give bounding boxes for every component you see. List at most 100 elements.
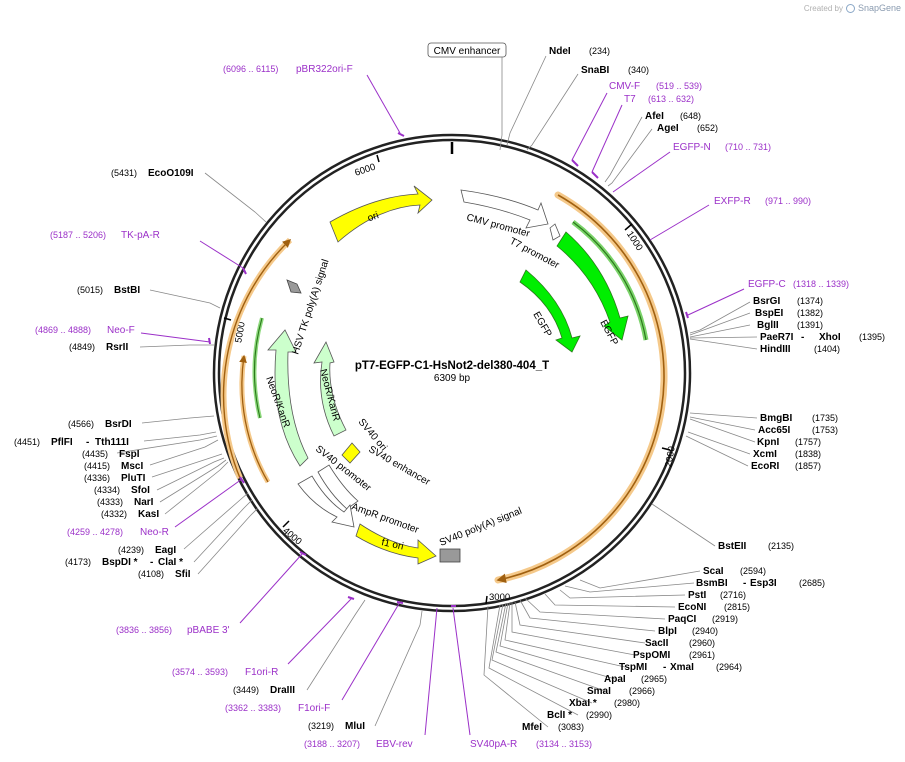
leader-line (193, 499, 253, 563)
plasmid-name: pT7-EGFP-C1-HsNot2-del380-404_T (355, 360, 549, 372)
sv40-polya-shape (439, 548, 461, 563)
enzyme-position: (4334) (94, 485, 120, 495)
leader-line (559, 589, 686, 599)
enzyme-position: (1382) (797, 308, 823, 318)
primer-name: EGFP-N (673, 142, 711, 153)
enzyme-position: (2964) (716, 662, 742, 672)
enzyme-name: KpnI (757, 437, 779, 448)
sv40-promoter-shape (317, 464, 359, 510)
enzyme-name-separator: - (801, 332, 804, 343)
leader-line (151, 453, 223, 478)
leader-line (204, 172, 267, 223)
primer-name: EXFP-R (714, 196, 751, 207)
leader-line (514, 601, 646, 644)
enzyme-name: TspMI (619, 662, 647, 673)
enzyme-position: (1757) (795, 437, 821, 447)
primer-mark (685, 311, 689, 319)
leader-line (483, 605, 549, 728)
enzyme-name: EcoO109I (148, 168, 194, 179)
leader-line (651, 503, 716, 547)
primer-mark (591, 171, 599, 179)
feature-label-hsv-tk-polya: HSV TK poly(A) signal (290, 258, 331, 356)
enzyme-name-alt: XmaI (670, 662, 694, 673)
leader-line (149, 439, 219, 466)
enzyme-leaders-right (483, 55, 758, 728)
enzyme-position: (3083) (558, 722, 584, 732)
leader-line (197, 507, 259, 575)
leader-line (689, 416, 756, 431)
leader-line (239, 552, 304, 624)
primer-range: (710 .. 731) (725, 142, 771, 152)
primer-name: EGFP-C (748, 279, 786, 290)
enzyme-name: MfeI (522, 722, 542, 733)
enzyme-name: BspDI * (102, 557, 138, 568)
leader-line (526, 73, 579, 151)
neor-kanr-outer-shape (267, 329, 309, 467)
tick-mark (624, 223, 633, 231)
primer-range: (4259 .. 4278) (67, 527, 123, 537)
leader-line (689, 338, 758, 350)
enzyme-position: (4435) (82, 449, 108, 459)
enzyme-name: SfoI (131, 485, 150, 496)
primer-name: CMV-F (609, 81, 640, 92)
leader-line (689, 312, 751, 336)
primer-range: (971 .. 990) (765, 196, 811, 206)
hsv-tk-polya-shape (286, 279, 302, 294)
enzyme-position: (2716) (720, 590, 746, 600)
leader-line (499, 602, 616, 680)
enzyme-name-separator: - (150, 557, 153, 568)
enzyme-name: XcmI (753, 449, 777, 460)
leader-line (499, 57, 503, 151)
credit-prefix: Created by (803, 3, 843, 13)
enzyme-position: (340) (628, 65, 649, 75)
leader-line (366, 74, 401, 134)
enzyme-name: ApaI (604, 674, 626, 685)
leader-line (687, 431, 751, 455)
enzyme-position: (2685) (799, 578, 825, 588)
leader-line (374, 610, 423, 727)
enzyme-name: AgeI (657, 123, 679, 134)
tick-label-2000: 2000 (663, 445, 678, 468)
enzyme-name: PaeR7I (760, 332, 794, 343)
leader-line (607, 128, 653, 187)
leader-line (649, 204, 710, 241)
enzyme-position: (2594) (740, 566, 766, 576)
leader-line (143, 431, 217, 442)
enzyme-position: (648) (680, 111, 701, 121)
t7-promoter-shape (549, 223, 561, 241)
enzyme-name: BsrDI (105, 419, 132, 430)
enzyme-position: (1753) (812, 425, 838, 435)
enzyme-position: (1735) (812, 413, 838, 423)
enzyme-position: (234) (589, 46, 610, 56)
tick-mark (376, 154, 380, 163)
enzyme-name: SnaBI (581, 65, 610, 76)
leader-line (199, 240, 244, 269)
primer-name: Neo-F (107, 325, 135, 336)
enzyme-position: (2966) (629, 686, 655, 696)
enzyme-name: SmaI (587, 686, 611, 697)
enzyme-name: AfeI (645, 111, 664, 122)
enzyme-position: (4566) (68, 419, 94, 429)
leader-line (141, 415, 215, 424)
leader-line (511, 602, 636, 656)
primer-range: (4869 .. 4888) (35, 325, 91, 335)
enzyme-position: (4849) (69, 342, 95, 352)
enzyme-name: XbaI * (569, 698, 597, 709)
enzyme-position: (2919) (712, 614, 738, 624)
primer-range: (6096 .. 6115) (223, 64, 278, 74)
enzyme-position: (4451) (14, 437, 40, 447)
primer-name: F1ori-R (245, 667, 278, 678)
enzyme-name: EagI (155, 545, 176, 556)
ampr-promoter-shape (297, 475, 355, 528)
leader-line (689, 418, 756, 443)
feature-label-f1-ori: f1 ori (380, 537, 404, 552)
enzyme-position: (2815) (724, 602, 750, 612)
leader-line (149, 289, 221, 309)
primer-mark (396, 601, 404, 604)
orf-arc-line (239, 354, 269, 483)
leader-line (116, 435, 218, 454)
sv40-ori-shape (341, 442, 361, 464)
tick-mark (223, 317, 232, 321)
leader-line (579, 570, 701, 589)
primer-mark (571, 159, 579, 167)
